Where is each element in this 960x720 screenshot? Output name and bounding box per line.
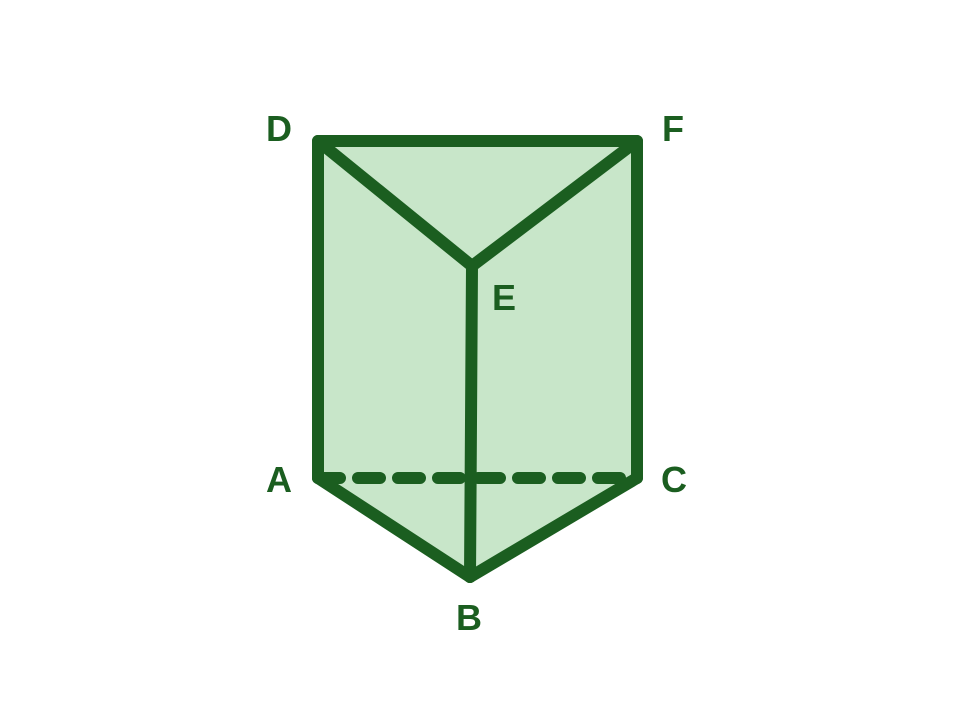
vertex-label-c: C xyxy=(661,459,687,500)
vertex-label-b: B xyxy=(456,597,482,638)
edge-b-c xyxy=(464,472,643,583)
vertex-label-f: F xyxy=(662,108,684,149)
top-face-edges xyxy=(312,135,643,272)
prism-face-fill xyxy=(318,141,637,577)
edge-e-b xyxy=(464,260,478,583)
vertex-label-d: D xyxy=(266,108,292,149)
vertex-label-e: E xyxy=(492,277,516,318)
vertex-label-a: A xyxy=(266,459,292,500)
edge-a-b xyxy=(312,472,476,583)
